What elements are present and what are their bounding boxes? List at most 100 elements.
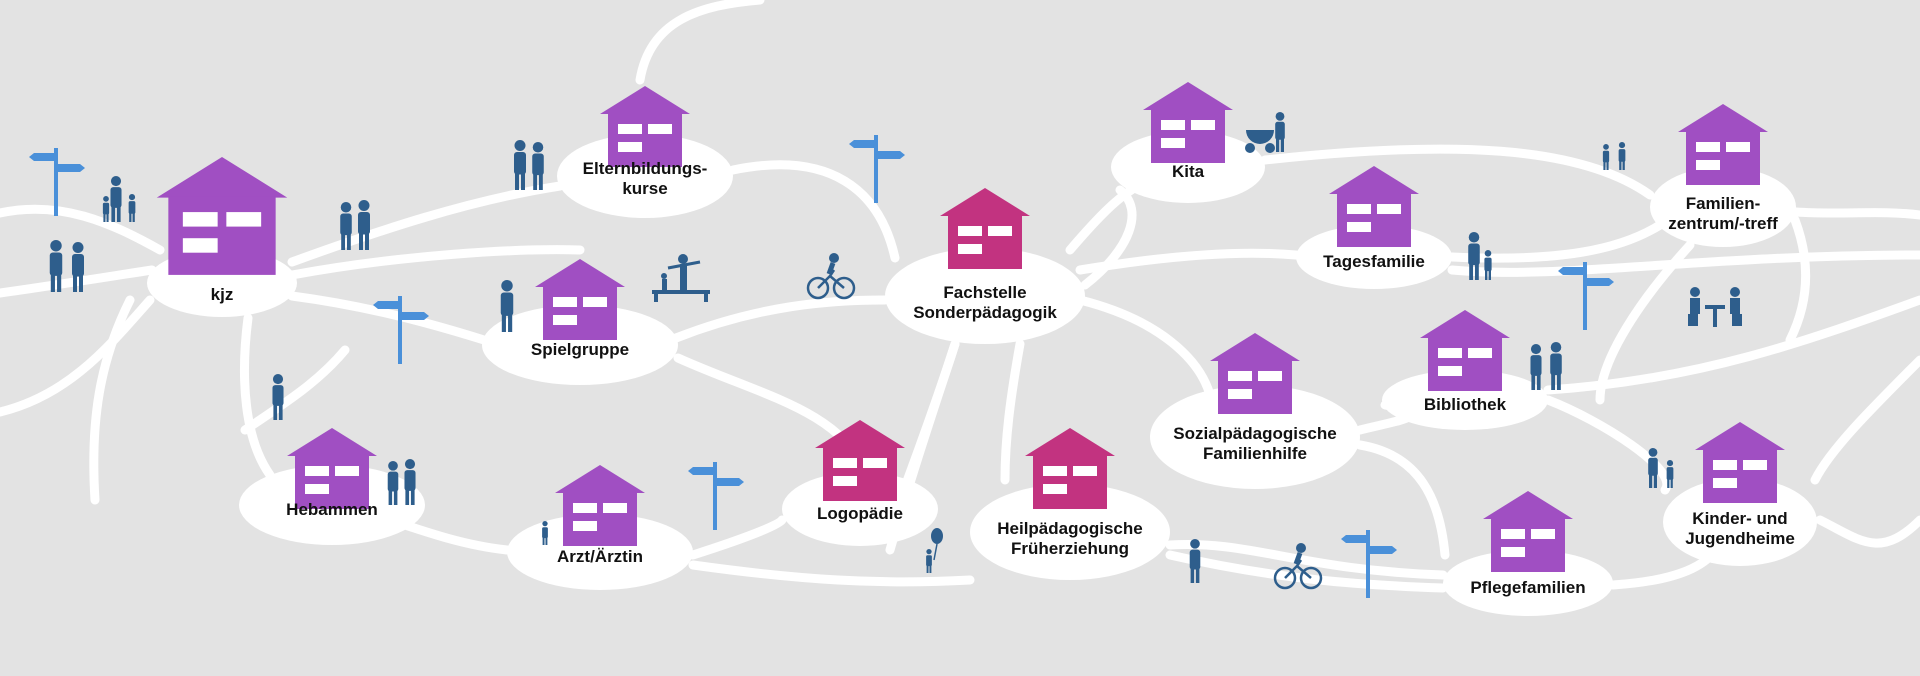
parents-icon [1602,144,1610,170]
parents-icon [72,242,84,292]
balance-icon [652,254,710,302]
node-oval-pflegefamilien [1443,550,1613,616]
house-icon [1143,82,1233,163]
node-label-familienzentrum: zentrum/-treff [1668,214,1778,233]
road-path [1810,355,1920,485]
person-icon [926,549,932,573]
signpost-icon [1558,262,1614,330]
person-icon [272,374,284,420]
signpost-icon [1341,530,1397,598]
road-path [1543,295,1920,395]
road-path [287,291,489,345]
signpost-icon [849,135,905,203]
family-icon [102,196,110,222]
road-path [1543,395,1672,495]
node-label-fachstelle: Sonderpädagogik [913,303,1057,322]
parents-icon [1468,232,1480,280]
node-oval-logopaedie [782,472,938,546]
family-icon [128,194,136,222]
node-label-heilpaed: Früherziehung [1011,539,1129,558]
road-path [688,560,975,587]
road-path [1260,144,1655,200]
house-icon [1025,428,1115,509]
node-label-elternbildung: kurse [622,179,667,198]
parents-icon [532,142,544,190]
road-path [1165,550,1448,593]
house-icon [1420,310,1510,391]
road-path [1000,339,1025,485]
road-path [671,295,890,343]
person-icon [500,280,514,332]
road-path [1075,248,1301,275]
parents-icon [1666,460,1674,488]
house-icon [287,428,377,509]
node-oval-heilpaed [970,484,1170,580]
road-path [1595,240,1695,405]
person-icon [1189,539,1201,583]
node-label-kinderheime: Jugendheime [1685,529,1795,548]
house-icon [555,465,645,546]
node-label-tagesfamilie: Tagesfamilie [1323,252,1425,271]
road-path [240,313,275,480]
node-oval-bibliothek [1382,370,1548,430]
houses [156,82,1785,572]
parents-icon [49,240,63,292]
parents-icon [387,461,399,505]
stroller-icon [1245,130,1275,153]
parents-icon [1530,344,1542,390]
parents-icon [340,202,352,250]
family-icon [110,176,122,222]
parents-icon [1550,342,1562,390]
node-oval-fachstelle [885,248,1085,344]
road-path [287,181,565,267]
node-label-sozialpaed: Familienhilfe [1203,444,1307,463]
parents-icon [404,459,416,505]
node-label-sozialpaed: Sozialpädagogische [1173,424,1336,443]
road-path [1447,220,1665,263]
node-oval-familienzentrum [1650,167,1796,247]
table-icon [1688,287,1742,327]
house-icon [940,188,1030,269]
road-path [1447,250,1920,277]
house-icon [535,259,625,340]
parents-icon [1648,448,1658,488]
balloon-icon [931,528,943,561]
road-path [1815,515,1920,548]
node-label-fachstelle: Fachstelle [943,283,1026,302]
house-icon [1483,491,1573,572]
node-label-kita: Kita [1172,162,1205,181]
labels: kjzElternbildungs-kurseSpielgruppeHebamm… [211,159,1795,597]
node-oval-arzt [507,514,693,590]
house-icon [1695,422,1785,503]
node-label-familienzentrum: Familien- [1686,194,1761,213]
road-path [0,295,155,417]
node-label-logopaedie: Logopädie [817,504,903,523]
decorations [29,112,1742,598]
node-oval-kita [1111,131,1265,203]
road-path [287,245,585,280]
node-label-kjz: kjz [211,285,234,304]
node-label-pflegefamilien: Pflegefamilien [1470,578,1585,597]
parents-icon [514,140,526,190]
node-oval-spielgruppe [482,305,678,385]
signpost-icon [688,462,744,530]
person-icon [1275,112,1285,152]
node-oval-elternbildung [557,134,733,218]
node-label-hebammen: Hebammen [286,500,378,519]
road-path [688,515,787,560]
node-label-kinderheime: Kinder- und [1692,509,1787,528]
road-path [1791,207,1920,220]
parents-icon [1618,142,1626,170]
road-path [1355,440,1450,560]
house-icon [156,157,288,275]
road-path [728,160,900,263]
house-icon [1210,333,1300,414]
house-icon [815,420,905,501]
node-oval-tagesfamilie [1296,225,1452,289]
node-label-heilpaed: Heilpädagogische [997,519,1142,538]
parents-icon [358,200,370,250]
node-label-bibliothek: Bibliothek [1424,395,1507,414]
bicycle-icon [806,253,856,300]
node-label-arzt: Arzt/Ärztin [557,547,643,566]
